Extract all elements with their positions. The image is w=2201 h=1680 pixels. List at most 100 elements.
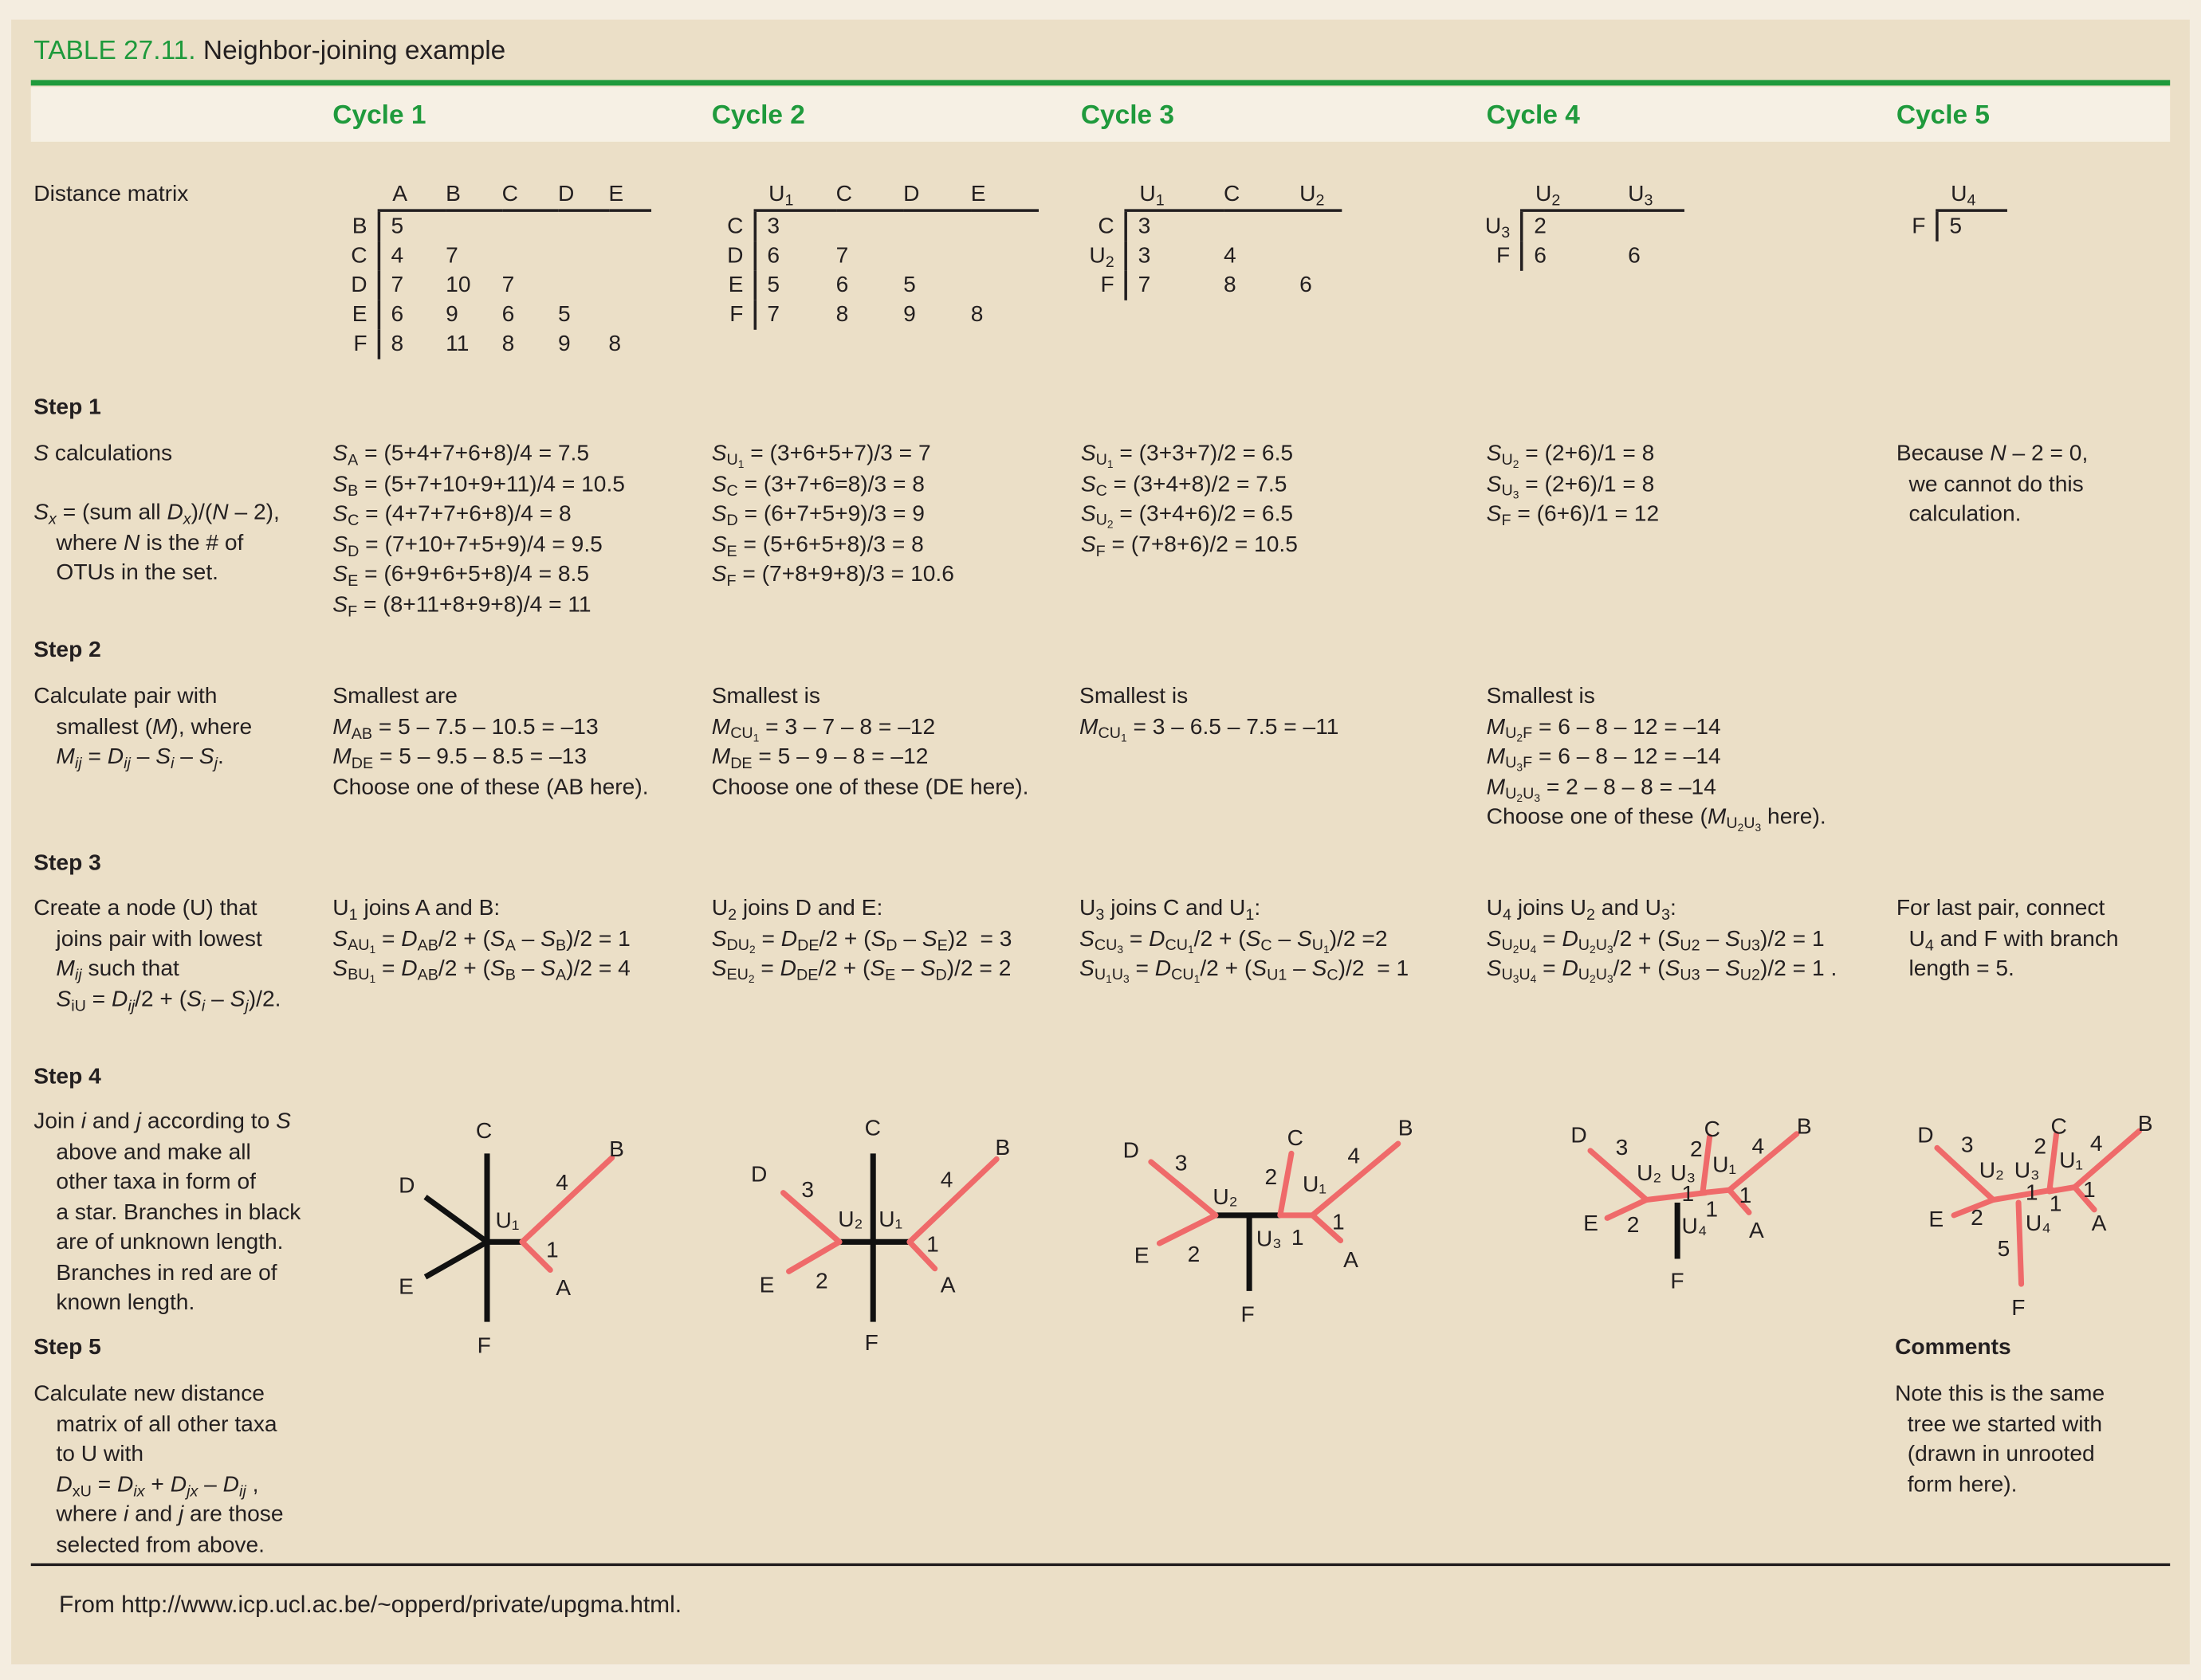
branch-a	[1726, 1187, 1752, 1215]
text-line: SE = (5+6+5+8)/3 = 8	[711, 532, 924, 560]
label-b: B	[609, 1136, 624, 1161]
cycle-5-header: Cycle 5	[1896, 100, 1991, 131]
length-2-c: 2	[2034, 1132, 2046, 1158]
label-a: A	[941, 1272, 956, 1297]
matrix-cell: 3	[1124, 241, 1224, 271]
text-line: Choose one of these (MU2U3 here).	[1486, 805, 1826, 835]
text-line: Choose one of these (DE here).	[711, 775, 1029, 799]
matrix-cell: 4	[376, 241, 446, 271]
matrix-cell: 8	[1224, 273, 1236, 298]
comments-text: Note this is the same tree we started wi…	[1895, 1380, 2105, 1500]
step-3-cycle-5: For last pair, connect U4 and F with bra…	[1896, 894, 2119, 985]
tree-cycle-1: C F D E B A U₁ 4 1	[399, 1117, 624, 1357]
text-line: tree we started with	[1895, 1412, 2103, 1437]
label-f: F	[1241, 1301, 1255, 1327]
label-c: C	[476, 1117, 492, 1143]
text-line: MDE = 5 – 9.5 – 8.5 = –13	[332, 744, 588, 773]
text-line: we cannot do this	[1896, 472, 2084, 497]
branch-e	[1604, 1196, 1649, 1221]
label-e: E	[1583, 1210, 1598, 1235]
matrix-row-header: B	[352, 214, 367, 238]
text-line: to U with	[56, 1443, 144, 1467]
branch-e	[786, 1238, 843, 1274]
matrix-row-header: E	[352, 303, 367, 328]
matrix-column-header: U2	[1299, 179, 1342, 212]
label-c: C	[1704, 1116, 1720, 1141]
branch-a	[519, 1238, 553, 1274]
label-d: D	[1123, 1137, 1139, 1163]
branch-b	[519, 1155, 615, 1245]
label-u3: U₃	[1256, 1226, 1282, 1251]
text-line: DxU = Dix + Djx – Dij ,	[56, 1472, 259, 1501]
text-line: U4 and F with branch	[1896, 927, 2119, 955]
matrix-cell: 2	[1519, 210, 1629, 241]
text-line: other taxa in form of	[56, 1170, 256, 1195]
text-line: SF = (6+6)/1 = 12	[1486, 502, 1660, 530]
header-band	[30, 87, 2171, 142]
length-1: 1	[926, 1231, 939, 1257]
text-line: For last pair, connect	[1896, 897, 2105, 921]
label-a: A	[1749, 1217, 1764, 1242]
branch-a	[1309, 1212, 1344, 1244]
branch-f	[2015, 1199, 2025, 1287]
matrix-row-header: F	[1912, 214, 1926, 238]
branch-d	[780, 1190, 843, 1245]
label-c: C	[2051, 1113, 2067, 1139]
length-4: 4	[2090, 1130, 2103, 1156]
matrix-column-header: C	[1224, 179, 1300, 212]
matrix-cell: 7	[835, 244, 849, 269]
branch-u3-u1	[1700, 1187, 1732, 1196]
text-line: Choose one of these (AB here).	[332, 775, 649, 799]
matrix-cell: 5	[558, 303, 571, 328]
source-footnote: From http://www.icp.ucl.ac.be/~opperd/pr…	[58, 1591, 682, 1619]
text-line: MCU1 = 3 – 6.5 – 7.5 = –11	[1079, 715, 1339, 744]
matrix-cell: 5	[753, 270, 836, 300]
comments-heading: Comments	[1895, 1336, 2011, 1360]
branch-c	[2046, 1131, 2060, 1195]
branch-c	[1700, 1133, 1713, 1196]
text-line: Smallest is	[1486, 685, 1595, 709]
label-d: D	[399, 1172, 415, 1198]
cycle-2-header: Cycle 2	[711, 100, 805, 131]
matrix-row-header: D	[351, 273, 367, 298]
matrix-column-header: U2	[1521, 179, 1629, 212]
matrix-row-header: F	[729, 303, 744, 328]
step-2-heading: Step 2	[33, 638, 101, 663]
text-line: U3 joins C and U1:	[1079, 897, 1261, 924]
text-line: above and make all	[56, 1140, 251, 1164]
text-line: SCU3 = DCU1/2 + (SC – SU1)/2 =2	[1079, 927, 1388, 956]
matrix-cell: 8	[608, 332, 622, 357]
step-3-heading: Step 3	[33, 851, 101, 876]
text-line: SB = (5+7+10+9+11)/4 = 10.5	[332, 472, 625, 500]
text-line: (drawn in unrooted	[1895, 1443, 2095, 1467]
table-number: TABLE 27.11.	[33, 36, 196, 66]
text-line: SU1 = (3+6+5+7)/3 = 7	[711, 442, 931, 472]
branch-b	[906, 1156, 1000, 1245]
matrix-cell: 5	[903, 273, 916, 298]
matrix-column-header: E	[608, 179, 651, 212]
text-line: Branches in red are of	[56, 1261, 277, 1286]
matrix-cell: 10	[446, 273, 471, 298]
matrix-column-header: B	[446, 179, 502, 212]
branch-e	[1951, 1196, 1996, 1219]
step-3-cycle-1: U1 joins A and B:SAU1 = DAB/2 + (SA – SB…	[332, 894, 630, 985]
label-u2: U₂	[1213, 1183, 1237, 1209]
label-d: D	[1917, 1121, 1933, 1147]
text-line: selected from above.	[56, 1533, 265, 1557]
matrix-cell: 6	[376, 300, 446, 330]
length-2-c: 2	[1690, 1136, 1703, 1161]
length-4: 4	[1347, 1143, 1360, 1168]
label-u1: U₁	[496, 1207, 520, 1233]
label-b: B	[1797, 1113, 1812, 1139]
length-3: 3	[1616, 1134, 1629, 1160]
text-line: Smallest is	[1079, 685, 1189, 709]
length-1: 1	[1739, 1182, 1752, 1207]
matrix-cell: 6	[1519, 241, 1629, 271]
